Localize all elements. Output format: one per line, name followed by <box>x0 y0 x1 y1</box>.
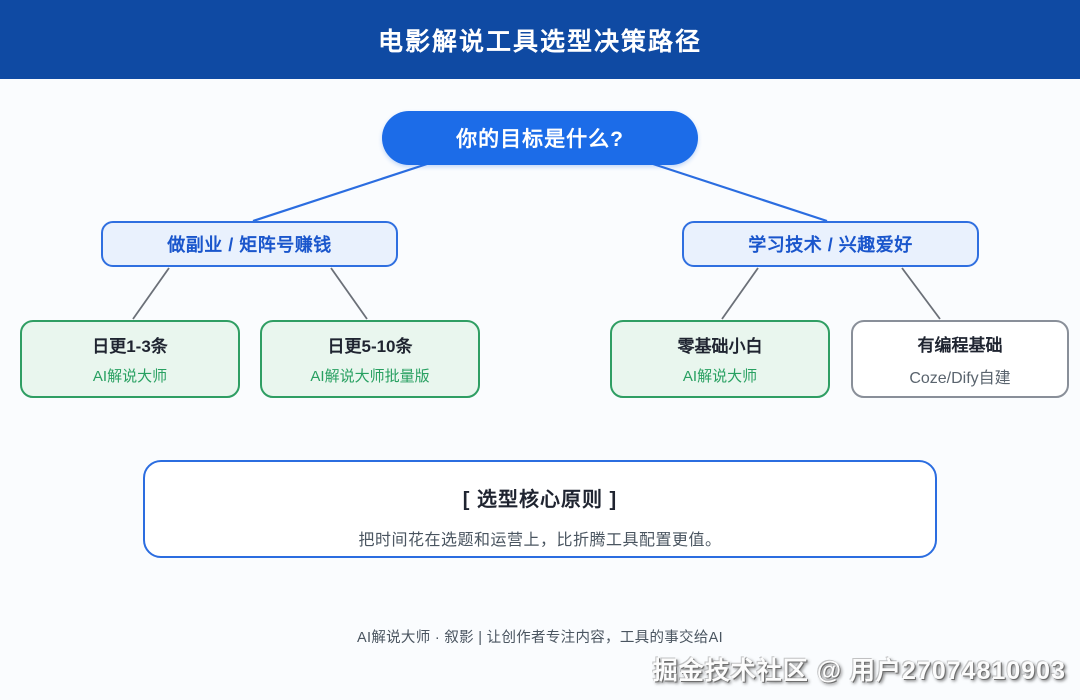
root-node: 你的目标是什么? <box>382 111 698 165</box>
header-bar: 电影解说工具选型决策路径 <box>0 0 1080 79</box>
footer-tagline: AI解说大师 · 叙影 | 让创作者专注内容，工具的事交给AI <box>357 630 723 646</box>
branch-node-side-hustle: 做副业 / 矩阵号赚钱 <box>101 221 398 267</box>
leaf-node-beginner: 零基础小白 AI解说大师 <box>610 320 830 398</box>
leaf-subtitle: AI解说大师 <box>682 368 758 385</box>
principle-body: 把时间花在选题和运营上，比折腾工具配置更值。 <box>358 532 722 549</box>
leaf-node-daily-5-10: 日更5-10条 AI解说大师批量版 <box>260 320 480 398</box>
branch-node-learning: 学习技术 / 兴趣爱好 <box>682 221 979 267</box>
connector-root-to-right-branch <box>649 161 828 223</box>
leaf-title: 日更5-10条 <box>327 337 413 356</box>
page-title: 电影解说工具选型决策路径 <box>377 27 702 56</box>
leaf-node-daily-1-3: 日更1-3条 AI解说大师 <box>20 320 240 398</box>
root-node-label: 你的目标是什么? <box>456 128 624 151</box>
principle-title: [ 选型核心原则 ] <box>462 489 618 511</box>
branch-node-label: 学习技术 / 兴趣爱好 <box>748 235 913 255</box>
watermark: 掘金技术社区 @ 用户27074810903 <box>652 657 1066 685</box>
branch-node-label: 做副业 / 矩阵号赚钱 <box>167 235 332 255</box>
connector-branch-to-leaf4 <box>901 267 941 320</box>
principle-box: [ 选型核心原则 ] 把时间花在选题和运营上，比折腾工具配置更值。 <box>143 460 937 558</box>
connector-root-to-left-branch <box>252 161 431 223</box>
leaf-subtitle: Coze/Dify自建 <box>909 369 1011 387</box>
leaf-subtitle: AI解说大师批量版 <box>310 368 430 385</box>
connector-branch-to-leaf3 <box>721 267 759 320</box>
leaf-subtitle: AI解说大师 <box>92 368 168 385</box>
leaf-title: 零基础小白 <box>677 337 763 356</box>
leaf-title: 有编程基础 <box>917 335 1003 355</box>
connector-branch-to-leaf2 <box>330 267 368 320</box>
leaf-title: 日更1-3条 <box>92 337 168 356</box>
leaf-node-programmer: 有编程基础 Coze/Dify自建 <box>851 320 1069 398</box>
connector-branch-to-leaf1 <box>132 267 170 320</box>
